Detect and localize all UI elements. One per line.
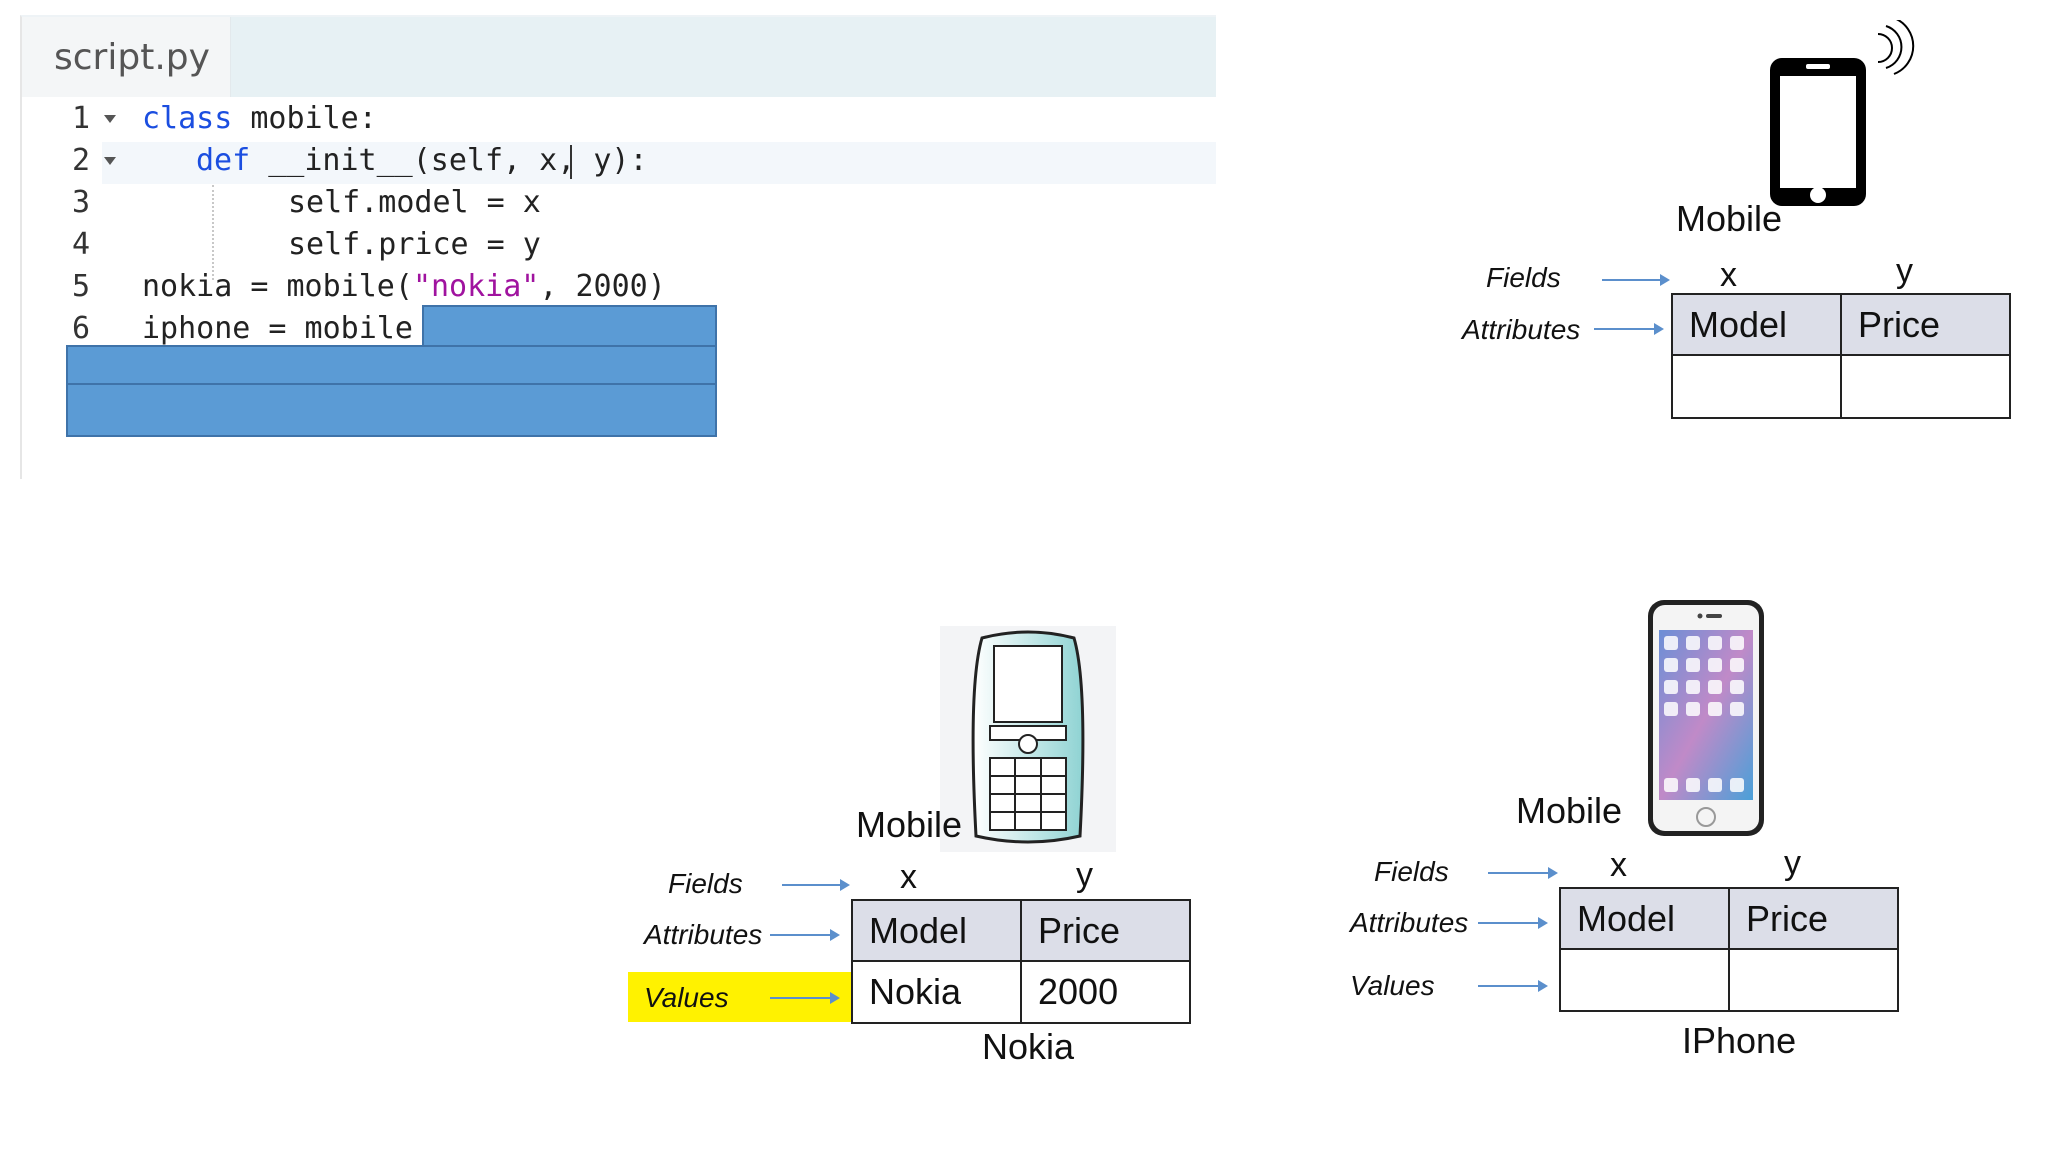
text-cursor — [570, 145, 572, 179]
indent-guide — [212, 185, 214, 280]
arrow-icon — [782, 879, 850, 891]
code-line-4[interactable]: self.price = y — [288, 227, 541, 262]
class-title: Mobile — [1676, 198, 1783, 239]
values-label: Values — [644, 982, 729, 1013]
code-line-1[interactable]: class mobile: — [142, 101, 377, 136]
line-number: 2 — [72, 143, 91, 178]
keyword: def — [196, 143, 251, 178]
attribute-model: Model — [851, 899, 1022, 962]
feature-phone-icon — [940, 626, 1116, 852]
attributes-label: Attributes — [1462, 314, 1581, 345]
arrow-icon — [770, 929, 840, 941]
string-literal: "nokia" — [412, 269, 540, 304]
code-line-5[interactable]: nokia = mobile("nokia", 2000) — [142, 269, 666, 304]
selection-block — [66, 345, 717, 385]
value-cell — [1840, 354, 2011, 419]
fields-label: Fields — [668, 868, 743, 899]
attributes-label: Attributes — [1350, 907, 1469, 938]
line-number: 6 — [72, 311, 91, 346]
tab-script-py[interactable]: script.py — [22, 17, 231, 97]
value-cell — [1559, 948, 1730, 1012]
code-line-2[interactable]: def __init__(self, x, y): — [196, 143, 648, 178]
field-x: x — [1610, 846, 1627, 884]
value-cell — [1728, 948, 1899, 1012]
iphone-icon — [1644, 596, 1768, 840]
attribute-price: Price — [1840, 293, 2011, 356]
value-model: Nokia — [851, 960, 1022, 1024]
line-number: 4 — [72, 227, 91, 262]
class-title: Mobile — [856, 804, 963, 845]
arrow-icon — [1488, 867, 1558, 879]
line-number: 5 — [72, 269, 91, 304]
value-price: 2000 — [1020, 960, 1191, 1024]
code-editor[interactable]: script.py 1 class mobile: 2 def __init__… — [20, 15, 1216, 479]
keyword: class — [142, 101, 233, 136]
object-caption: IPhone — [1682, 1020, 1797, 1061]
field-y: y — [1896, 252, 1913, 290]
arrow-icon — [770, 992, 840, 1004]
attribute-model: Model — [1671, 293, 1842, 356]
code-line-3[interactable]: self.model = x — [288, 185, 541, 220]
fields-label: Fields — [1374, 856, 1449, 887]
fields-label: Fields — [1486, 262, 1561, 293]
value-cell — [1671, 354, 1842, 419]
fold-arrow-icon[interactable] — [104, 115, 116, 123]
values-label: Values — [1350, 970, 1435, 1001]
field-x: x — [900, 858, 917, 896]
field-x: x — [1720, 256, 1737, 294]
arrow-icon — [1594, 323, 1664, 335]
arrow-icon — [1602, 274, 1670, 286]
arrow-icon — [1478, 917, 1548, 929]
tab-label: script.py — [54, 37, 210, 78]
attribute-price: Price — [1728, 887, 1899, 950]
code-text: __init__(self, x, y): — [250, 143, 648, 178]
object-caption: Nokia — [982, 1026, 1075, 1067]
smartphone-icon — [1760, 17, 1920, 210]
selection-block — [66, 383, 717, 437]
code-line-6[interactable]: iphone = mobile — [142, 311, 413, 346]
line-number: 1 — [72, 101, 91, 136]
class-title: Mobile — [1516, 790, 1623, 831]
field-y: y — [1784, 844, 1801, 882]
code-text: , 2000) — [539, 269, 666, 304]
selection-block — [422, 305, 717, 347]
attribute-model: Model — [1559, 887, 1730, 950]
attributes-label: Attributes — [644, 919, 763, 950]
field-y: y — [1076, 856, 1093, 894]
code-text: nokia = mobile( — [142, 269, 413, 304]
code-text: mobile: — [232, 101, 377, 136]
line-number: 3 — [72, 185, 91, 220]
current-line-highlight — [102, 142, 1216, 184]
attribute-price: Price — [1020, 899, 1191, 962]
arrow-icon — [1478, 980, 1548, 992]
fold-arrow-icon[interactable] — [104, 157, 116, 165]
